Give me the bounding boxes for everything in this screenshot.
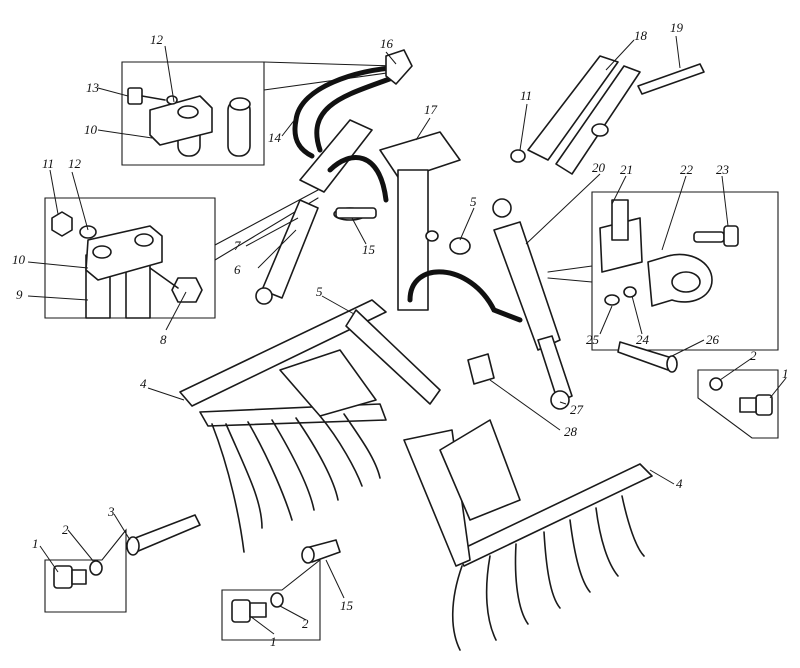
callout-21: 21	[620, 162, 633, 177]
callout-9: 9	[16, 287, 23, 302]
callout-13: 13	[86, 80, 100, 95]
callout-18: 18	[634, 28, 648, 43]
callout-5: 5	[470, 194, 477, 209]
callout-1: 1	[782, 366, 789, 381]
callout-labels: 12 13 10 11 12 10 9 8 14 16 7 6 15 17 18…	[12, 20, 789, 649]
link-plates	[379, 55, 705, 311]
rake-frame-left	[179, 299, 441, 553]
callout-1: 1	[32, 536, 39, 551]
hydraulic-cylinder-left	[255, 49, 413, 305]
callout-22: 22	[680, 162, 694, 177]
callout-12: 12	[68, 156, 82, 171]
callout-5: 5	[316, 284, 323, 299]
callout-2: 2	[62, 522, 69, 537]
detail-inset-clamp-left	[44, 189, 319, 319]
callout-26: 26	[706, 332, 720, 347]
callout-4: 4	[676, 476, 683, 491]
callout-2: 2	[302, 616, 309, 631]
callout-11: 11	[42, 156, 54, 171]
callout-25: 25	[586, 332, 600, 347]
callout-15: 15	[340, 598, 354, 613]
callout-20: 20	[592, 160, 606, 175]
callout-8: 8	[160, 332, 167, 347]
leader-lines	[27, 35, 787, 635]
detail-inset-bolt-2	[221, 539, 341, 641]
callout-4: 4	[140, 376, 147, 391]
rake-frame-right	[403, 419, 653, 651]
callout-19: 19	[670, 20, 684, 35]
callout-10: 10	[84, 122, 98, 137]
callout-7: 7	[234, 238, 241, 253]
callout-16: 16	[380, 36, 394, 51]
callout-15: 15	[362, 242, 376, 257]
callout-6: 6	[234, 262, 241, 277]
callout-27: 27	[570, 402, 584, 417]
detail-inset-clamp-top	[121, 61, 395, 166]
callout-24: 24	[636, 332, 650, 347]
callout-12: 12	[150, 32, 164, 47]
callout-14: 14	[268, 130, 282, 145]
callout-28: 28	[564, 424, 578, 439]
callout-10: 10	[12, 252, 26, 267]
detail-inset-bolt-1	[44, 514, 201, 613]
callout-17: 17	[424, 102, 438, 117]
callout-3: 3	[107, 504, 115, 519]
callout-11: 11	[520, 88, 532, 103]
detail-inset-bracket-right	[547, 191, 779, 351]
hydraulic-cylinder-right	[407, 198, 573, 410]
callout-2: 2	[750, 348, 757, 363]
callout-1: 1	[270, 634, 277, 649]
callout-23: 23	[716, 162, 730, 177]
detail-inset-bolt-3	[617, 341, 779, 439]
